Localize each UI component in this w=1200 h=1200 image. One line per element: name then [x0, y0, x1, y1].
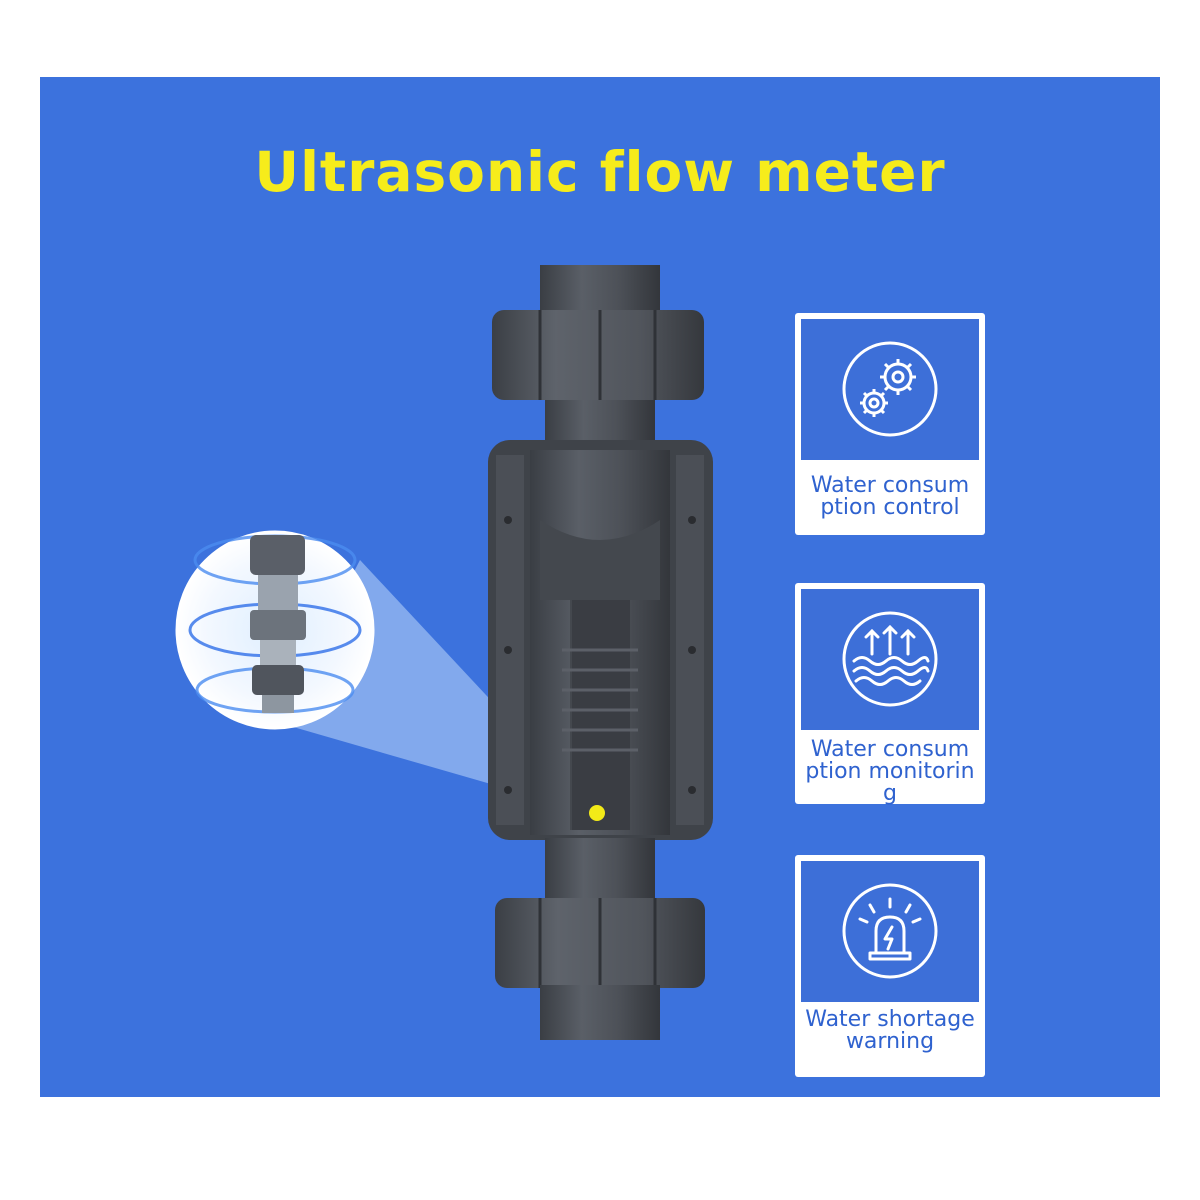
feature-label: Water consumption monitoring — [805, 737, 975, 806]
top-fitting — [492, 265, 704, 450]
feature-label: Water consum ption control — [810, 473, 970, 520]
feature-label: Water shortage warning — [805, 1007, 975, 1054]
sensor-point — [589, 805, 605, 821]
alarm-beacon-icon — [842, 883, 938, 979]
water-waves-icon — [842, 611, 938, 707]
feature-card-consumption-control: Water consum ption control — [795, 313, 985, 535]
feature-card-consumption-monitoring: Water consumption monitoring — [795, 583, 985, 806]
meter-housing — [488, 440, 713, 840]
gears-icon — [842, 341, 938, 437]
feature-icon-box — [801, 589, 979, 730]
feature-icon-box — [801, 861, 979, 1002]
sensor-magnifier — [175, 530, 375, 730]
feature-card-shortage-warning: Water shortage warning — [795, 855, 985, 1077]
feature-icon-box — [801, 319, 979, 460]
bottom-fitting — [495, 838, 705, 1040]
page-title: Ultrasonic flow meter — [254, 140, 946, 204]
